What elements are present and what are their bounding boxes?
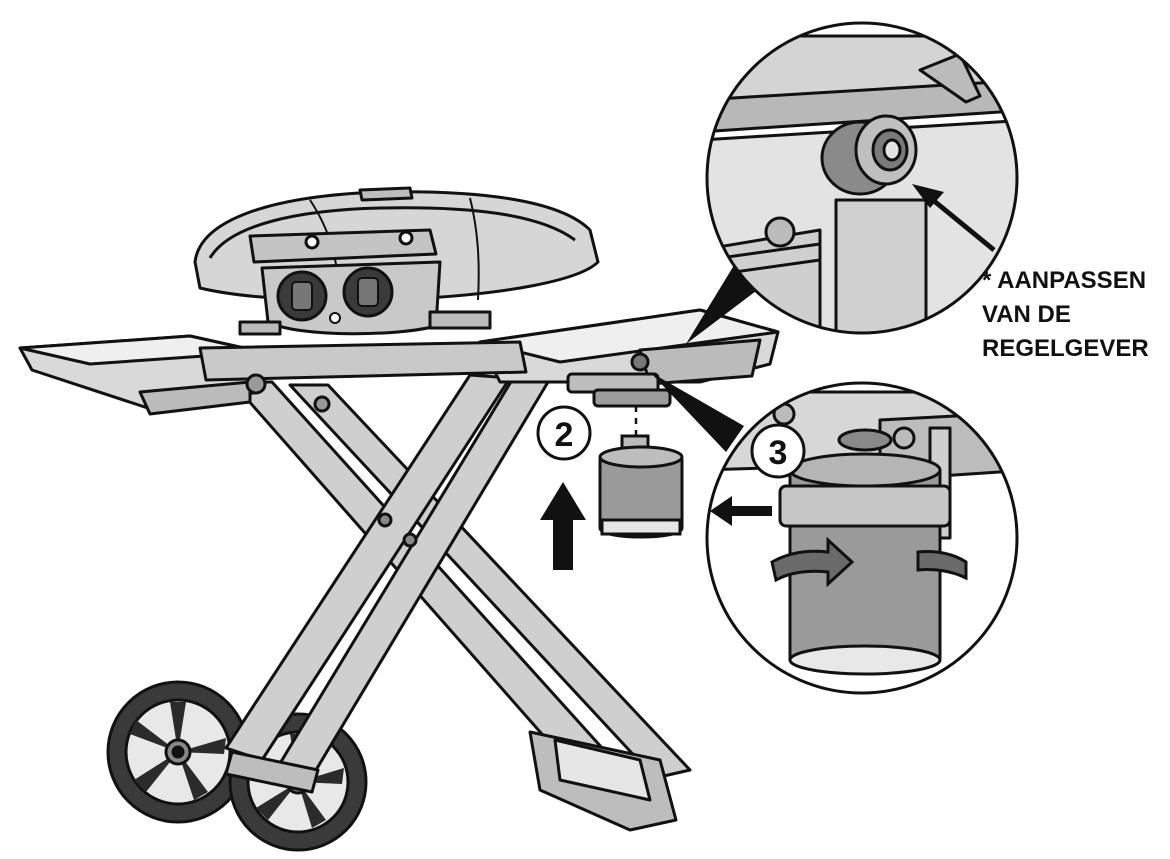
callout-line-3: REGELGEVER — [982, 335, 1149, 362]
step-3-number: 3 — [769, 434, 788, 472]
detail-circle-top — [705, 21, 1019, 335]
step-2-badge: 2 — [536, 405, 592, 461]
callout-line-2: VAN DE — [982, 301, 1071, 328]
wheel-left — [106, 680, 250, 824]
step-3-badge: 3 — [750, 423, 806, 479]
portable-grill — [18, 186, 780, 852]
callout-line-1: * AANPASSEN — [982, 267, 1146, 294]
canister-in-detail — [778, 428, 952, 676]
detail-pointer-bottom — [650, 372, 744, 452]
scissor-legs — [224, 373, 692, 832]
twist-arrow-right — [770, 536, 855, 588]
slide-left-arrow — [710, 496, 772, 526]
twist-arrow-back — [916, 550, 968, 581]
regulator-valve — [820, 114, 918, 196]
control-knob-right — [342, 266, 394, 318]
step-2-number: 2 — [555, 416, 574, 454]
control-panel — [238, 260, 492, 336]
regulator-pointer-arrow — [912, 184, 996, 252]
front-rail — [198, 340, 528, 382]
regulator-connection — [566, 352, 672, 408]
control-knob-left — [276, 270, 328, 322]
regulator-callout-label: * AANPASSEN VAN DE REGELGEVER — [982, 267, 1149, 362]
detail-circle-bottom — [705, 381, 1019, 695]
gas-canister — [598, 406, 684, 539]
push-up-arrow — [540, 482, 586, 570]
detail-pointer-top — [686, 262, 760, 344]
